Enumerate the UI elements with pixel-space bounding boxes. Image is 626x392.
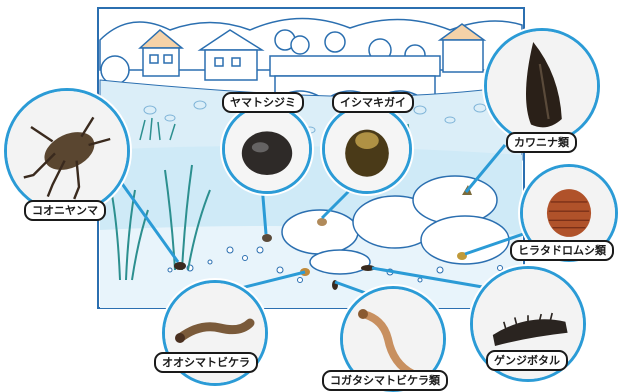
ishimakigai-snail-illustration [325, 107, 409, 191]
label-kawanina: カワニナ類 [506, 132, 577, 153]
photo-kooniyanma [4, 88, 130, 214]
kawanina-snail-illustration [487, 31, 597, 141]
yamatoshijimi-clam-illustration [225, 107, 309, 191]
label-ooshimatobikera: オオシマトビケラ [154, 352, 258, 373]
label-ishimakigai: イシマキガイ [332, 92, 414, 113]
label-genjibotaru: ゲンジボタル [486, 350, 568, 371]
photo-yamatoshijimi [222, 104, 312, 194]
photo-kawanina [484, 28, 600, 144]
photo-ishimakigai [322, 104, 412, 194]
label-yamatoshijimi: ヤマトシジミ [222, 92, 304, 113]
label-hiratadoromushi: ヒラタドロムシ類 [510, 240, 614, 261]
kooniyanma-larva-illustration [7, 91, 127, 211]
label-kogatashimatobikera: コガタシマトビケラ類 [322, 370, 448, 391]
label-kooniyanma: コオニヤンマ [24, 200, 106, 221]
